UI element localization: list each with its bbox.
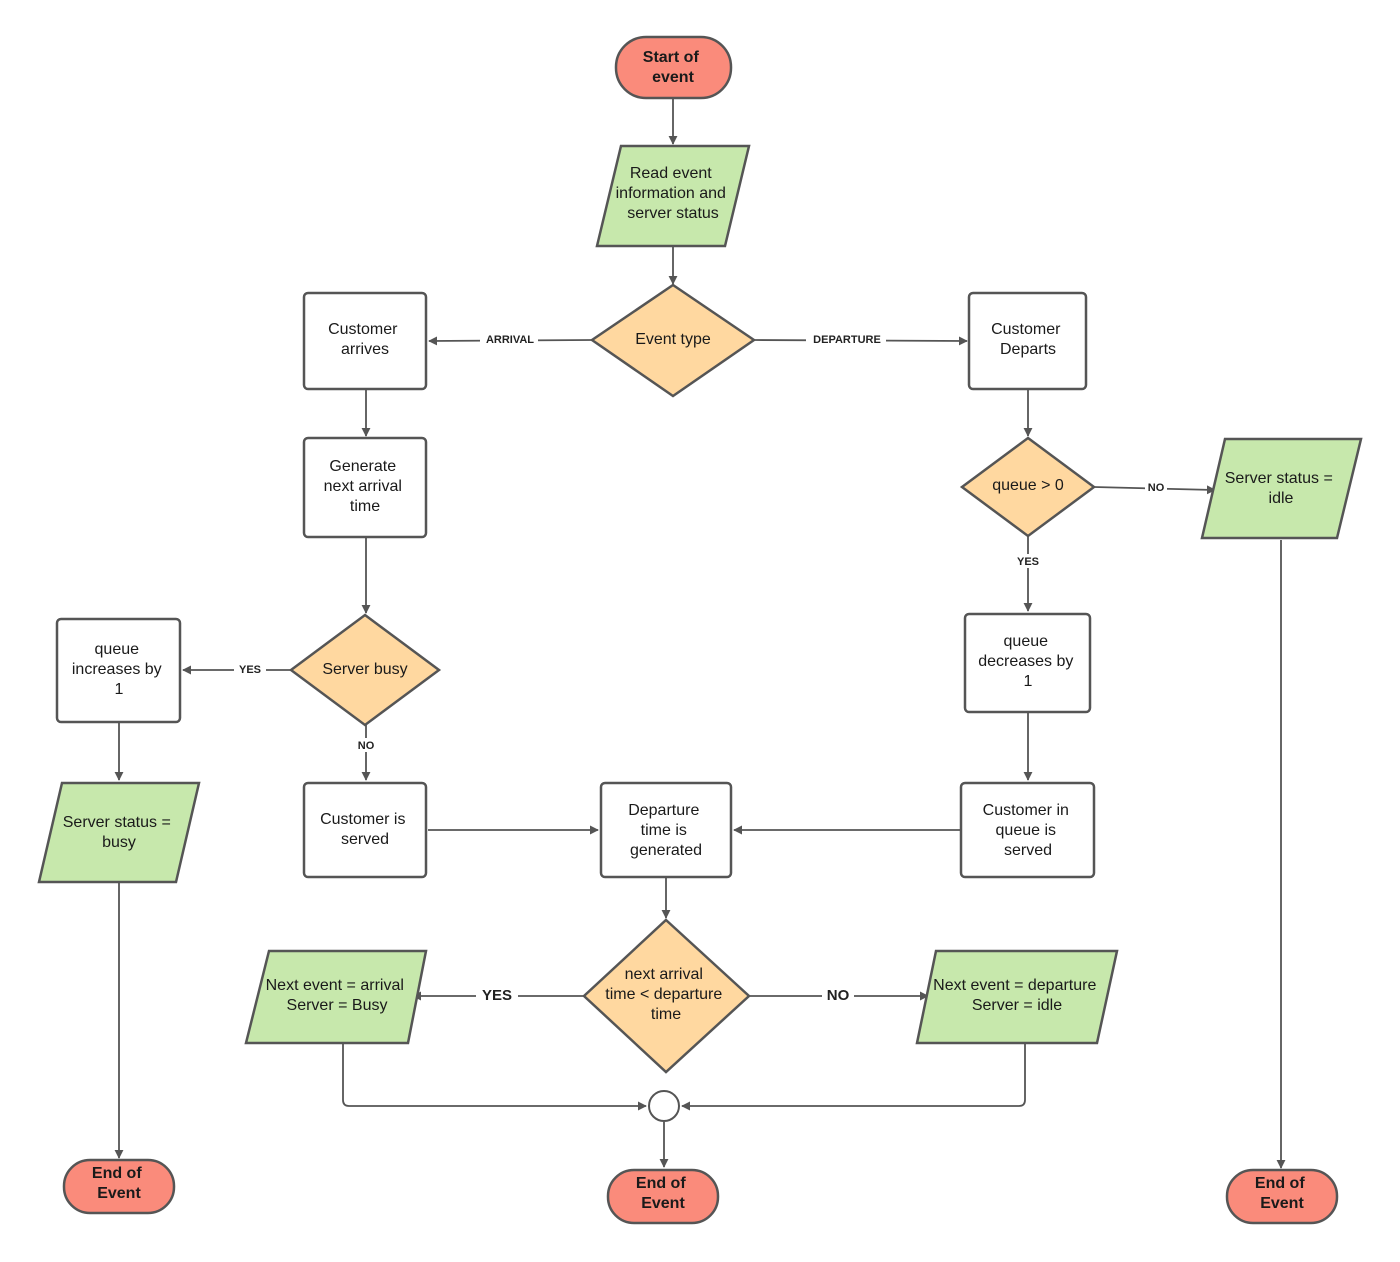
io-server-status-busy: Server status = busy (37, 781, 201, 884)
process-queue-increases: queue increases by 1 (55, 617, 182, 724)
decision-event-type-text: Event type (635, 331, 711, 348)
terminal-start: Start of event (614, 35, 733, 100)
decision-next-arrival-compare-text: next arrival time < departure time (605, 966, 726, 1023)
io-next-departure-text: Next event = departure Server = idle (933, 977, 1101, 1014)
process-queue-decreases-text: queue decreases by 1 (978, 633, 1078, 690)
terminal-end-left: End of Event (62, 1158, 176, 1215)
merge-connector (648, 1090, 680, 1122)
process-queue-increases-text: queue increases by 1 (72, 641, 166, 698)
edge-nextarrival-merge (342, 1043, 647, 1111)
decision-server-busy: Server busy (288, 613, 442, 727)
io-server-status-idle-text: Server status = idle (1225, 470, 1338, 507)
process-customer-departs: Customer Departs (967, 291, 1088, 391)
terminal-start-text: Start of event (643, 49, 703, 86)
process-queue-decreases: queue decreases by 1 (963, 612, 1092, 714)
decision-next-arrival-compare: next arrival time < departure time (582, 918, 751, 1074)
decision-server-busy-text: Server busy (322, 661, 407, 678)
process-customer-served-text: Customer is served (320, 811, 410, 848)
io-next-arrival-text: Next event = arrival Server = Busy (266, 977, 409, 1014)
io-server-status-idle: Server status = idle (1200, 437, 1363, 540)
io-next-arrival: Next event = arrival Server = Busy (244, 949, 428, 1045)
decision-event-type: Event type (589, 283, 757, 398)
terminal-end-mid: End of Event (606, 1168, 720, 1225)
terminal-end-right-text: End of Event (1255, 1175, 1309, 1212)
edge-label-cmp-yes: YES (482, 987, 512, 1004)
process-customer-arrives-text: Customer arrives (328, 321, 402, 358)
terminal-end-mid-text: End of Event (636, 1175, 690, 1212)
edge-label-queue-yes: YES (1017, 556, 1039, 568)
edge-labels: ARRIVAL DEPARTURE NO YES YES NO YES NO (234, 332, 1167, 1004)
process-customer-queue-served-text: Customer in queue is served (983, 802, 1074, 859)
io-read-event-text: Read event information and server status (616, 165, 731, 222)
edge-label-busy-yes: YES (239, 664, 261, 676)
process-generate-arrival-text: Generate next arrival time (324, 458, 407, 515)
io-next-departure: Next event = departure Server = idle (915, 949, 1119, 1045)
process-departure-generated-text: Departure time is generated (628, 802, 704, 859)
process-customer-arrives: Customer arrives (302, 291, 428, 391)
edge-label-arrival: ARRIVAL (486, 334, 534, 346)
io-read-event: Read event information and server status (595, 144, 751, 248)
process-generate-arrival: Generate next arrival time (302, 436, 428, 539)
edge-label-departure: DEPARTURE (813, 334, 881, 346)
edge-label-cmp-no: NO (827, 987, 850, 1004)
terminal-end-right: End of Event (1225, 1168, 1339, 1225)
terminal-end-left-text: End of Event (92, 1165, 146, 1202)
edge-nextdeparture-merge (681, 1043, 1026, 1111)
io-server-status-busy-text: Server status = busy (63, 814, 176, 851)
edge-label-queue-no: NO (1148, 482, 1165, 494)
process-customer-queue-served: Customer in queue is served (959, 781, 1096, 879)
process-departure-generated: Departure time is generated (599, 781, 733, 879)
decision-queue-gt-0-text: queue > 0 (992, 477, 1064, 494)
decision-queue-gt-0: queue > 0 (959, 436, 1097, 538)
process-customer-served: Customer is served (302, 781, 428, 879)
edge-label-busy-no: NO (358, 740, 375, 752)
process-customer-departs-text: Customer Departs (991, 321, 1065, 358)
